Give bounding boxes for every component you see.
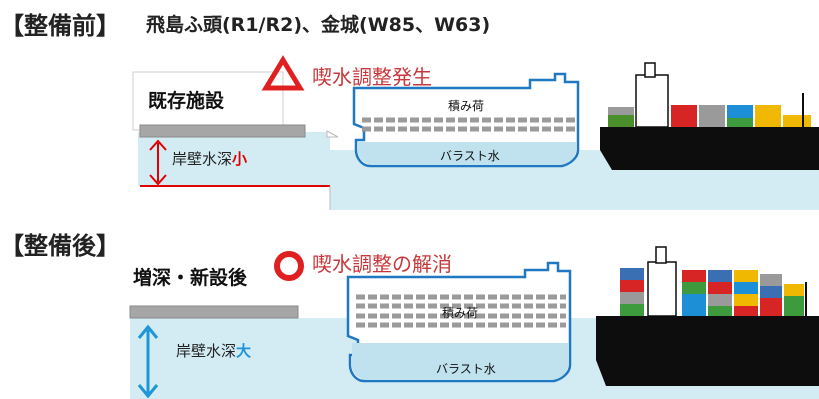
after-container-ship bbox=[596, 246, 819, 386]
before-ship-ballast-area bbox=[358, 142, 576, 165]
before-ballast-label: バラスト水 bbox=[440, 149, 500, 163]
before-depth-prefix: 岸壁水深 bbox=[172, 150, 233, 168]
after-facility-label: 増深・新設後 bbox=[133, 267, 248, 289]
before-cargo-label: 積み荷 bbox=[448, 99, 485, 113]
after-ballast-label: バラスト水 bbox=[436, 362, 496, 376]
after-panel bbox=[129, 246, 819, 399]
before-quay-step bbox=[326, 130, 339, 138]
after-container bbox=[784, 296, 804, 316]
after-bridge-tower bbox=[647, 261, 677, 317]
before-container bbox=[727, 118, 753, 127]
after-cargo-label: 積み荷 bbox=[442, 306, 479, 320]
after-container bbox=[708, 282, 732, 294]
before-depth-arrow-top bbox=[149, 139, 167, 151]
before-container bbox=[608, 107, 634, 115]
before-container-ship bbox=[600, 62, 819, 170]
before-container bbox=[783, 115, 811, 127]
before-depth-arrow-bottom bbox=[149, 174, 167, 186]
after-depth-label: 岸壁水深大 bbox=[176, 340, 251, 361]
triangle-icon bbox=[261, 55, 305, 91]
after-funnel bbox=[655, 246, 667, 264]
after-container bbox=[620, 268, 644, 280]
before-funnel bbox=[644, 62, 656, 78]
after-container bbox=[708, 294, 732, 306]
after-depth-arrow-bottom bbox=[137, 384, 159, 399]
before-container bbox=[671, 105, 697, 127]
after-container bbox=[760, 286, 782, 298]
before-container-hull bbox=[600, 127, 819, 170]
after-container bbox=[708, 306, 732, 316]
after-container-hull bbox=[596, 316, 819, 386]
after-heading: 【整備後】 bbox=[0, 232, 120, 260]
after-depth-arrow-top bbox=[137, 324, 159, 339]
before-bridge-tower bbox=[635, 74, 669, 128]
after-container bbox=[620, 280, 644, 292]
after-container bbox=[734, 294, 758, 306]
after-quay bbox=[129, 305, 299, 319]
after-depth-suffix: 大 bbox=[236, 342, 252, 360]
before-heading: 【整備前】 bbox=[0, 12, 120, 40]
before-quay bbox=[139, 124, 306, 138]
after-ship bbox=[346, 261, 572, 383]
after-cargo-stripes bbox=[356, 294, 566, 328]
after-container bbox=[620, 304, 644, 316]
after-status-text: 喫水調整の解消 bbox=[312, 252, 452, 276]
after-container bbox=[682, 270, 706, 282]
before-facility-label: 既存施設 bbox=[148, 90, 225, 112]
before-status-text: 喫水調整発生 bbox=[312, 65, 432, 89]
before-depth-suffix: 小 bbox=[232, 150, 248, 168]
before-panel bbox=[132, 55, 819, 210]
after-container bbox=[734, 306, 758, 316]
after-container bbox=[682, 294, 706, 316]
before-ship bbox=[352, 72, 580, 168]
after-container bbox=[760, 298, 782, 316]
after-container bbox=[760, 274, 782, 286]
before-container bbox=[699, 105, 725, 127]
after-container bbox=[708, 270, 732, 282]
after-container bbox=[620, 292, 644, 304]
before-depth-label: 岸壁水深小 bbox=[172, 148, 247, 169]
circle-icon bbox=[274, 251, 304, 281]
after-depth-prefix: 岸壁水深 bbox=[176, 342, 237, 360]
before-subtitle: 飛島ふ頭(R1/R2)、金城(W85、W63) bbox=[146, 14, 491, 36]
after-container bbox=[682, 282, 706, 294]
before-container bbox=[755, 105, 781, 127]
after-container bbox=[784, 284, 804, 296]
after-ship-ballast-area bbox=[352, 343, 568, 380]
after-container bbox=[734, 282, 758, 294]
after-container bbox=[734, 270, 758, 282]
before-facility-box bbox=[132, 71, 284, 131]
before-water-shallow bbox=[138, 132, 330, 186]
